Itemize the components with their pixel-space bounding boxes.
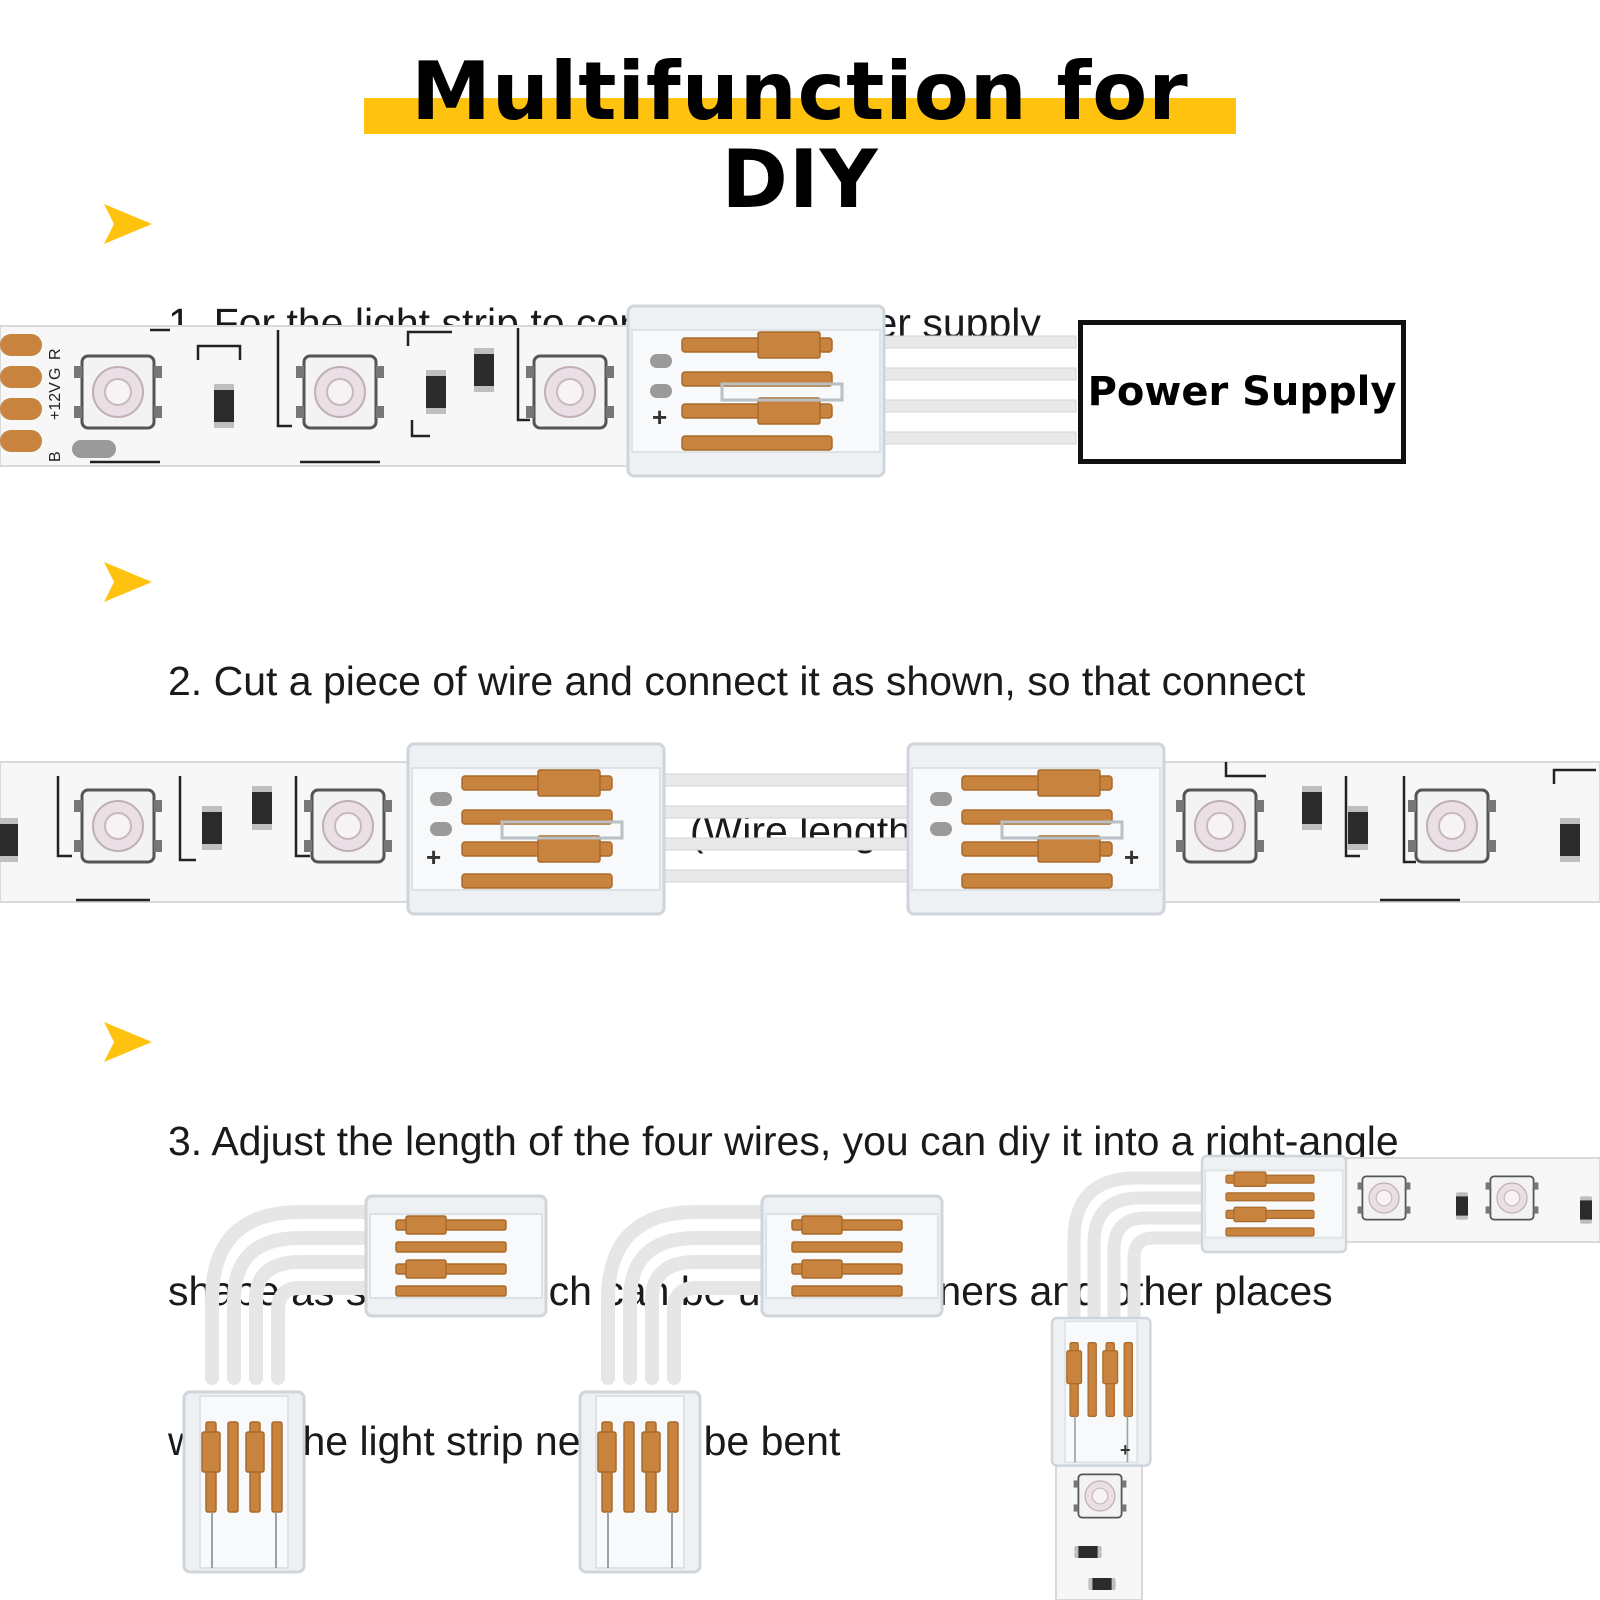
solder-pads <box>0 334 42 452</box>
power-supply-label: Power Supply <box>1087 369 1397 415</box>
resistor-icon <box>1456 1192 1468 1220</box>
connector-icon <box>364 1194 548 1318</box>
resistor-icon <box>1348 806 1368 850</box>
title-block: Multifunction for DIY <box>364 48 1236 224</box>
connector-icon <box>760 1194 944 1318</box>
resistor-icon <box>426 370 446 414</box>
pcb-voltage-label: +12V <box>47 382 64 420</box>
led-chip-icon <box>1072 1473 1128 1519</box>
resistor-icon <box>202 806 222 850</box>
led-chip-icon <box>1406 788 1498 864</box>
resistor-icon <box>1560 818 1580 862</box>
connector-icon <box>406 742 666 916</box>
page-title: Multifunction for DIY <box>411 45 1189 226</box>
pcb-traces <box>90 328 530 464</box>
power-supply-box: Power Supply <box>1078 320 1406 464</box>
pcb-g-label: G <box>47 368 64 380</box>
resistor-icon <box>1088 1578 1116 1590</box>
wire-bundle <box>659 773 911 883</box>
led-chip-icon <box>524 354 616 430</box>
connector-icon <box>578 1390 702 1574</box>
led-chip-icon <box>72 788 164 864</box>
right-angle-diagram-3: + <box>1050 1154 1600 1600</box>
resistor-icon <box>0 818 18 862</box>
strip-to-strip-diagram: + + <box>0 742 1600 916</box>
resistor-icon <box>474 348 494 392</box>
pcb-b-label: B <box>47 451 64 462</box>
resistor-icon <box>1302 786 1322 830</box>
resistor-icon <box>1580 1196 1592 1224</box>
plus-mark: + <box>652 402 667 432</box>
pcb-r-label: R <box>47 348 64 360</box>
pcb-traces <box>56 762 1596 902</box>
plus-mark: + <box>426 842 441 872</box>
led-chip-icon <box>72 354 164 430</box>
step-2-line-1: 2. Cut a piece of wire and connect it as… <box>168 658 1306 704</box>
arrow-right-icon <box>104 562 152 602</box>
right-angle-diagram-2 <box>578 1194 944 1574</box>
curved-wires <box>1067 1171 1213 1333</box>
led-chip-icon <box>1174 788 1266 864</box>
wire-bundle <box>879 335 1077 445</box>
step-3-line-1: 3. Adjust the length of the four wires, … <box>168 1118 1399 1164</box>
curved-wires <box>601 1205 773 1385</box>
connector-icon <box>626 304 886 478</box>
connector-icon <box>182 1390 306 1574</box>
curved-wires <box>205 1205 377 1385</box>
solder-pad <box>72 440 116 458</box>
connector-icon <box>906 742 1166 916</box>
title-highlight <box>364 98 1236 134</box>
resistor-icon <box>1074 1546 1102 1558</box>
led-chip-icon <box>1484 1175 1540 1221</box>
led-chip-icon <box>294 354 386 430</box>
connector-icon <box>1200 1154 1348 1254</box>
resistor-icon <box>214 384 234 428</box>
led-chip-icon <box>1356 1175 1412 1221</box>
arrow-right-icon <box>104 204 152 244</box>
resistor-icon <box>252 786 272 830</box>
led-chip-icon <box>302 788 394 864</box>
plus-mark: + <box>1120 1440 1131 1460</box>
right-angle-diagram-1 <box>182 1194 548 1574</box>
arrow-right-icon <box>104 1022 152 1062</box>
strip-to-power-diagram: +12V G R B + <box>0 304 1077 478</box>
connector-icon <box>1050 1316 1152 1467</box>
plus-mark: + <box>1124 842 1139 872</box>
